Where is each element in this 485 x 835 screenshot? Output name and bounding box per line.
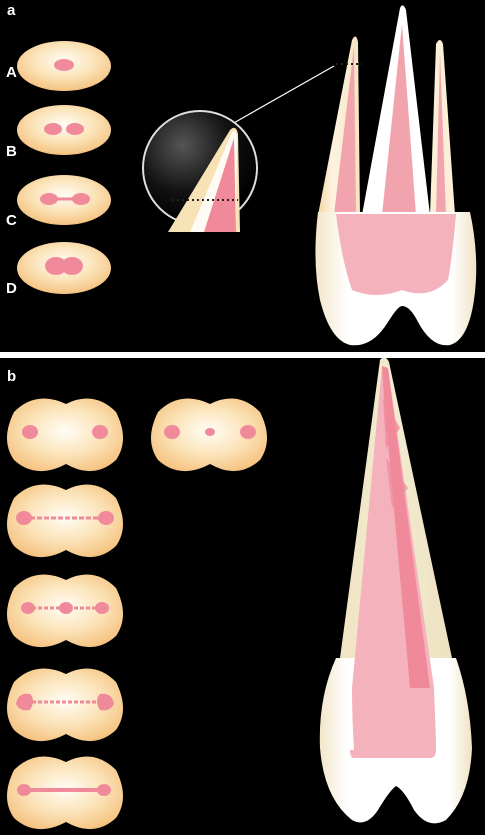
magnifier-lens [142,110,258,232]
panel-a-illustration [17,5,477,346]
cross-section-b2 [151,398,267,472]
panel-b: b [0,358,485,835]
panel-b-label: b [7,368,17,385]
cross-section-b [17,105,111,155]
cross-section-d [17,242,111,294]
tooth-a [315,5,477,346]
cross-section-b5 [7,668,123,742]
panel-a: a A B C D [0,0,485,352]
panel-b-illustration [7,358,472,830]
row-label-a: A [6,64,17,81]
cross-section-b1 [7,398,123,472]
magnifier-pointer-line [231,65,335,125]
row-label-c: C [6,212,17,229]
cross-section-b6 [7,756,123,830]
panel-a-label: a [7,2,16,19]
cross-section-a [17,41,111,91]
cross-section-b4 [7,574,123,648]
row-label-b: B [6,143,17,160]
cross-section-b3 [7,484,123,558]
row-label-d: D [6,280,17,297]
tooth-b [319,358,472,824]
cross-section-c [17,175,111,225]
panel-divider [0,352,485,358]
